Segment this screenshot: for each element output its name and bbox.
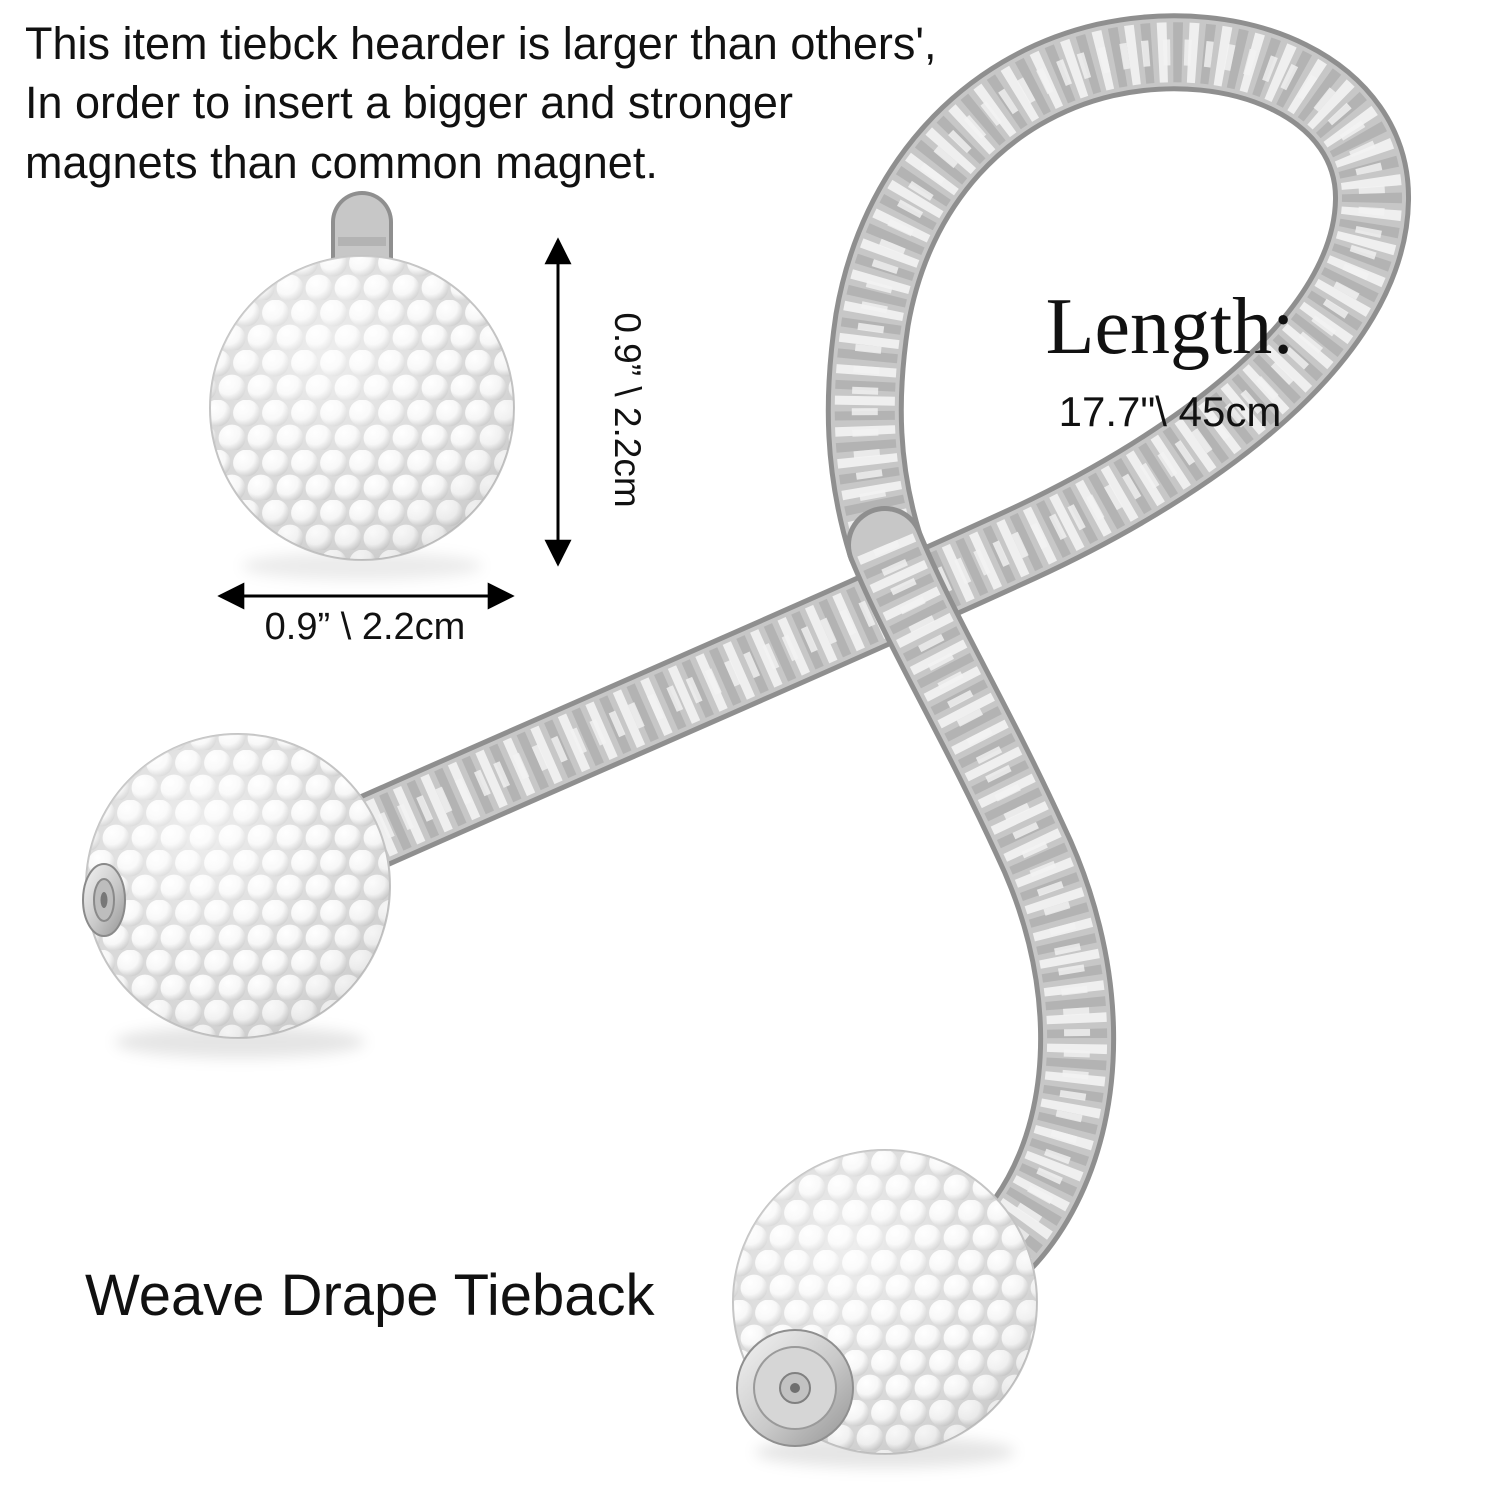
shadow-left-ball [115,1026,365,1058]
header-line-1: This item tiebck hearder is larger than … [25,18,937,69]
magnet-disc-bottom [736,1329,854,1447]
pearl-ball-closeup [209,255,515,561]
length-label: Length: [1045,283,1295,371]
magnet-disc-left [82,863,126,937]
header-text: This item tiebck hearder is larger than … [25,14,1105,192]
pearl-ball-left [85,733,391,1039]
vertical-dimension-label: 0.9” \ 2.2cm [607,312,648,508]
header-line-3: magnets than common magnet. [25,136,658,188]
shadow-closeup-ball [242,552,482,580]
header-line-2: In order to insert a bigger and stronger [25,77,793,129]
rope-loop-segment [229,13,1411,917]
horizontal-dimension-label: 0.9” \ 2.2cm [264,606,466,648]
product-label: Weave Drape Tieback [85,1263,655,1328]
length-value: 17.7"\ 45cm [1058,388,1282,435]
